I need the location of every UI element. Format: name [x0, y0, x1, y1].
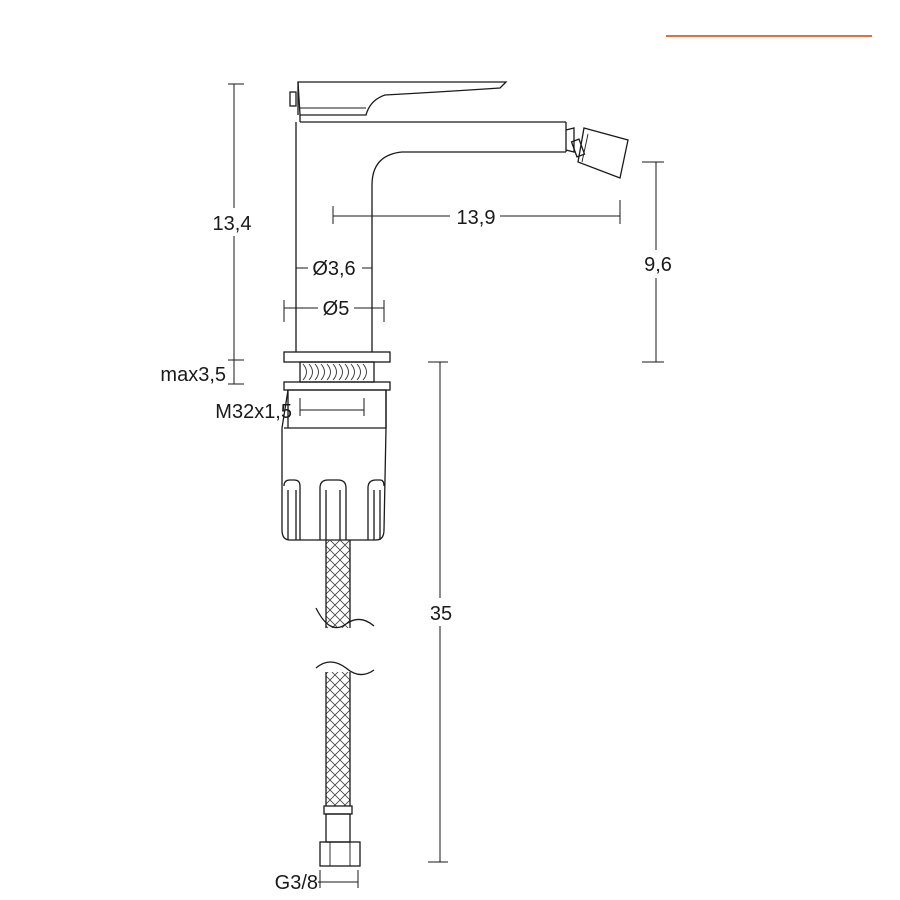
- spout-nozzle: [565, 127, 629, 179]
- dim-thread-label: M32x1,5: [215, 401, 292, 423]
- dim-thread: M32x1,5: [215, 398, 365, 423]
- dim-connector: G3/8: [275, 870, 359, 894]
- dim-spout-height-label: 9,6: [644, 254, 672, 276]
- lever-handle: [289, 81, 508, 116]
- hose-connector: [319, 805, 361, 867]
- lock-nut: [281, 389, 387, 541]
- thread-section: [283, 361, 391, 391]
- dim-spout-reach: 13,9: [332, 200, 621, 230]
- dim-spout-reach-label: 13,9: [457, 207, 496, 229]
- dim-hose-length-label: 35: [430, 603, 452, 625]
- dim-spout-height: 9,6: [636, 161, 680, 363]
- dim-height-total: 13,4: [208, 83, 252, 361]
- hose-lower: [315, 661, 375, 806]
- dim-connector-label: G3/8: [275, 872, 318, 894]
- dim-base-diameter: Ø5: [283, 294, 385, 322]
- dim-max-deck: max3,5: [160, 360, 244, 386]
- dim-base-diameter-label: Ø5: [323, 298, 350, 320]
- dim-height-total-label: 13,4: [213, 213, 252, 235]
- dim-hose-length: 35: [424, 361, 458, 863]
- faucet-body: [295, 115, 567, 352]
- dim-body-diameter: Ø3,6: [295, 254, 373, 280]
- dim-max-deck-label: max3,5: [160, 364, 226, 386]
- base-ring: [283, 351, 391, 363]
- dim-body-diameter-label: Ø3,6: [312, 258, 355, 280]
- hose-upper: [315, 540, 375, 629]
